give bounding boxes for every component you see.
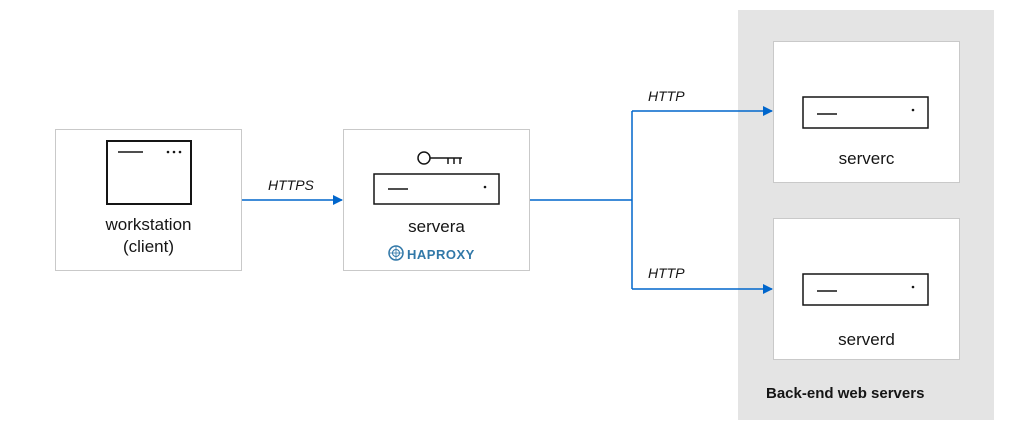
servera-label: servera: [408, 217, 465, 236]
serverd-label: serverd: [838, 330, 895, 349]
workstation-label-line1: workstation: [105, 215, 192, 234]
server-icon: [802, 96, 929, 129]
server-icon: [802, 273, 929, 306]
window-icon: [106, 140, 192, 205]
serverc-label: serverc: [838, 149, 895, 168]
serverc-node: serverc: [773, 41, 960, 183]
workstation-node: workstation (client): [55, 129, 242, 271]
workstation-label-line2: (client): [122, 237, 174, 256]
haproxy-logo-icon: [388, 245, 404, 261]
serverd-node: serverd: [773, 218, 960, 360]
edge-label-http-serverc: HTTP: [648, 88, 685, 104]
haproxy-logo-text: HAPROXY: [407, 247, 475, 262]
key-icon: [417, 151, 462, 165]
edge-label-https: HTTPS: [268, 177, 314, 193]
backend-group-label: Back-end web servers: [766, 385, 925, 402]
server-icon: [373, 173, 500, 205]
edge-label-http-serverd: HTTP: [648, 265, 685, 281]
